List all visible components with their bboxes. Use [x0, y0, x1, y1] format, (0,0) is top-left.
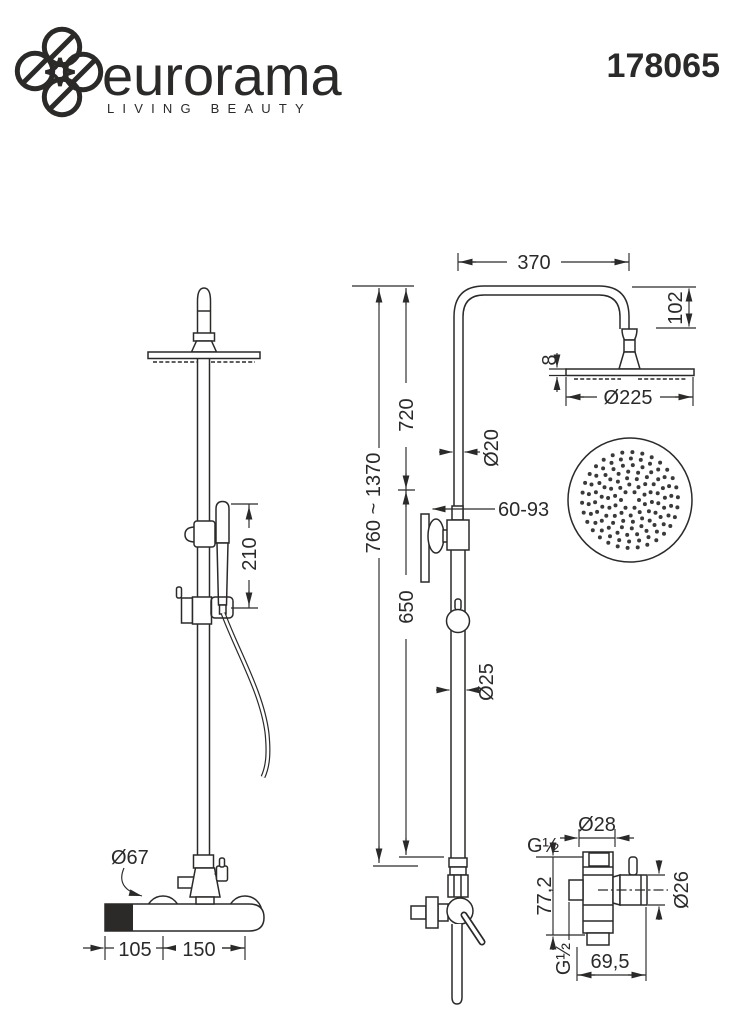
brand-wordmark: eurorama	[102, 44, 343, 107]
svg-text:60-93: 60-93	[498, 499, 549, 521]
dim-head-diameter: Ø225	[565, 377, 694, 409]
svg-text:77,2: 77,2	[534, 877, 556, 916]
hose-outlet-side	[451, 924, 463, 1005]
svg-text:G½: G½	[527, 835, 560, 857]
svg-text:210: 210	[239, 537, 261, 570]
dim-valve-body-diameter: Ø28	[560, 814, 634, 847]
header: eurorama LIVING BEAUTY 178065	[14, 26, 720, 118]
dim-outlet-length: 69,5	[576, 907, 647, 981]
svg-text:150: 150	[182, 939, 215, 961]
svg-text:Ø225: Ø225	[604, 387, 653, 409]
shower-hose	[220, 612, 271, 779]
svg-text:102: 102	[665, 291, 687, 324]
dim-total-height: 760 ~ 1370	[362, 288, 418, 867]
svg-text:Ø67: Ø67	[111, 847, 149, 869]
brand-tagline: LIVING BEAUTY	[107, 101, 312, 116]
svg-text:G½: G½	[553, 943, 575, 976]
svg-text:Ø25: Ø25	[476, 663, 498, 701]
spray-nozzle-dots	[580, 450, 680, 550]
mixer-handle-front	[105, 904, 133, 931]
wall-bracket	[446, 519, 470, 551]
mixer-body-front	[104, 903, 265, 932]
svg-text:Ø20: Ø20	[481, 429, 503, 467]
dim-arm-width: 370	[457, 251, 630, 274]
slider-knob	[445, 608, 471, 634]
dim-upper-column: 720	[395, 288, 418, 491]
dim-handshower-length: 210	[231, 503, 261, 609]
wall-section	[420, 513, 430, 583]
svg-text:370: 370	[517, 252, 550, 274]
showerhead-side	[565, 368, 695, 377]
dim-outlet-diameter: Ø26	[648, 860, 693, 920]
svg-text:720: 720	[396, 398, 418, 431]
side-view-drawing: 370 102 8 Ø225	[352, 251, 696, 1005]
diverter-knob	[568, 879, 584, 901]
valve-detail-drawing: Ø28 G½ 77,2 G½	[527, 814, 693, 981]
dim-bottom-thread: G½	[553, 902, 575, 975]
eurorama-logo-icon	[14, 26, 104, 118]
dim-escutcheon-diameter: Ø67	[111, 847, 149, 897]
svg-text:760 ~ 1370: 760 ~ 1370	[363, 453, 385, 554]
dim-upper-pipe-diameter: Ø20	[439, 429, 503, 467]
dim-valve-height: 77,2	[534, 842, 585, 950]
column-side	[450, 550, 466, 858]
dim-mixer-spacing: 105 150	[83, 936, 246, 961]
svg-text:Ø26: Ø26	[671, 871, 693, 909]
handshower-grip	[215, 500, 230, 544]
svg-text:Ø28: Ø28	[578, 814, 616, 836]
dim-lower-pipe-diameter: Ø25	[436, 663, 498, 701]
svg-text:105: 105	[118, 939, 151, 961]
product-code: 178065	[607, 47, 720, 85]
front-view-drawing: 210 Ø67 105 150	[83, 287, 271, 961]
showerhead-face-view	[567, 437, 693, 563]
dim-head-thickness: 8	[539, 353, 567, 392]
svg-text:69,5: 69,5	[591, 951, 630, 973]
svg-text:8: 8	[539, 354, 561, 365]
svg-text:650: 650	[396, 590, 418, 623]
showerhead-front	[147, 351, 261, 360]
dim-bracket-range: 60-93	[432, 499, 549, 521]
dim-lower-column: 650	[395, 490, 444, 858]
dim-arm-height: 102	[632, 286, 696, 329]
